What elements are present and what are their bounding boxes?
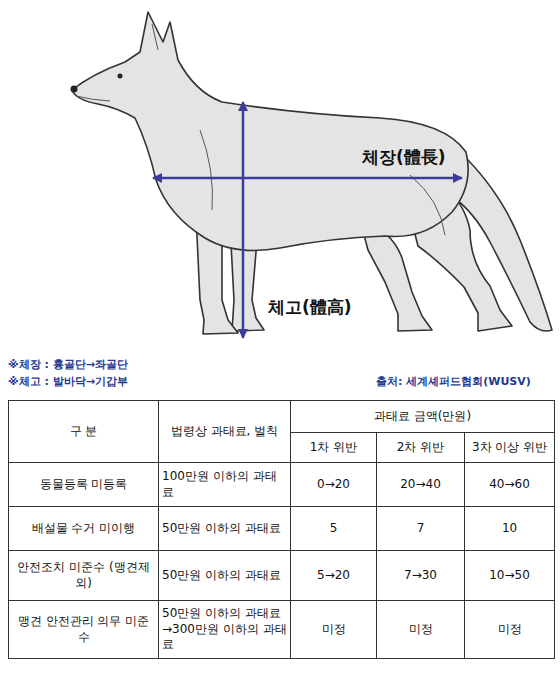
table-cell: 동물등록 미등록	[9, 463, 159, 507]
cell-text: 5	[330, 521, 338, 535]
cell-text: 2차 위반	[397, 440, 444, 454]
cell-text: 1차 위반	[310, 440, 357, 454]
height-arrow	[242, 102, 245, 338]
table-cell: 미정	[377, 601, 465, 659]
dog-body	[72, 12, 468, 250]
table-cell: 미정	[291, 601, 377, 659]
dog-illustration	[0, 0, 560, 400]
cell-text: 5→20	[317, 568, 350, 582]
cell-text: 구 분	[70, 424, 98, 438]
cell-text: 배설물 수거 미이행	[32, 521, 136, 535]
mouth-line	[76, 96, 110, 101]
cell-text: 3차 이상 위반	[472, 440, 547, 454]
cell-text: 50만원 이하의 과태료	[162, 521, 281, 535]
cell-text: 40→60	[489, 477, 530, 491]
cell-text: 0→20	[317, 477, 350, 491]
table-cell: 10→50	[465, 551, 555, 601]
shoulder-line	[200, 130, 213, 210]
cell-text: 100만원 이하의 과태료	[162, 469, 277, 499]
table-cell: 50만원 이하의 과태료 →300만원 이하의 과태료	[159, 601, 291, 659]
nose	[71, 86, 78, 93]
length-arrow	[153, 177, 462, 180]
cell-text: 법령상 과태료, 벌칙	[171, 424, 278, 438]
table-row: 맹견 안전관리 의무 미준수 50만원 이하의 과태료 →300만원 이하의 과태…	[9, 601, 555, 659]
table-cell: 40→60	[465, 463, 555, 507]
note: ※체장 : 흉골단→좌골단	[8, 357, 128, 372]
fine-table: 구 분법령상 과태료, 벌칙과태료 금액(만원)1차 위반2차 위반3차 이상 …	[8, 400, 555, 659]
ear-line	[152, 24, 158, 50]
table-cell: 0→20	[291, 463, 377, 507]
cell-text: 10	[502, 521, 517, 535]
cell-text: 미정	[322, 622, 346, 636]
cell-text: 50만원 이하의 과태료	[162, 568, 281, 582]
cell-text: 50만원 이하의 과태료 →300만원 이하의 과태료	[162, 606, 287, 651]
cell-text: 7→30	[404, 568, 437, 582]
label-layer: 체장(體長) 체고(體高) ※체장 : 흉골단→좌골단 ※체고 : 발바닥→기갑부 출처…	[0, 0, 560, 400]
dimension-label: 체장(體長)	[362, 146, 446, 169]
cell-text: 안전조치 미준수 (맹견제외)	[17, 560, 149, 590]
table-row: 배설물 수거 미이행 50만원 이하의 과태료 5 7 10	[9, 507, 555, 551]
table-cell: 50만원 이하의 과태료	[159, 551, 291, 601]
cell-text: 10→50	[489, 568, 530, 582]
cell-text: 동물등록 미등록	[40, 477, 128, 491]
table-cell: 7→30	[377, 551, 465, 601]
thigh-line	[410, 175, 445, 235]
cell-text: 7	[417, 521, 425, 535]
table-cell: 과태료 금액(만원)	[291, 401, 555, 433]
table-cell: 맹견 안전관리 의무 미준수	[9, 601, 159, 659]
cell-text: 맹견 안전관리 의무 미준수	[18, 614, 149, 644]
table-cell: 구 분	[9, 401, 159, 463]
table-cell: 미정	[465, 601, 555, 659]
table-cell: 1차 위반	[291, 433, 377, 463]
table-cell: 5	[291, 507, 377, 551]
table-cell: 안전조치 미준수 (맹견제외)	[9, 551, 159, 601]
cell-text: 미정	[409, 622, 433, 636]
table-cell: 10	[465, 507, 555, 551]
table-cell: 20→40	[377, 463, 465, 507]
eye	[118, 74, 123, 79]
table-row: 동물등록 미등록 100만원 이하의 과태료 0→20 20→40 40→60	[9, 463, 555, 507]
cell-text: 과태료 금액(만원)	[374, 409, 471, 423]
table-row: 구 분법령상 과태료, 벌칙과태료 금액(만원)	[9, 401, 555, 433]
table-cell: 3차 이상 위반	[465, 433, 555, 463]
note: ※체고 : 발바닥→기갑부	[8, 374, 128, 389]
table-cell: 법령상 과태료, 벌칙	[159, 401, 291, 463]
table-cell: 배설물 수거 미이행	[9, 507, 159, 551]
source-note: 출처: 세계셰퍼드협회(WUSV)	[376, 374, 531, 389]
dimension-label: 체고(體高)	[268, 296, 352, 319]
cell-text: 20→40	[400, 477, 441, 491]
table-cell: 5→20	[291, 551, 377, 601]
table-cell: 50만원 이하의 과태료	[159, 507, 291, 551]
table-row: 안전조치 미준수 (맹견제외) 50만원 이하의 과태료 5→20 7→30 10→50	[9, 551, 555, 601]
table-cell: 7	[377, 507, 465, 551]
table-cell: 2차 위반	[377, 433, 465, 463]
table-cell: 100만원 이하의 과태료	[159, 463, 291, 507]
cell-text: 미정	[498, 622, 522, 636]
